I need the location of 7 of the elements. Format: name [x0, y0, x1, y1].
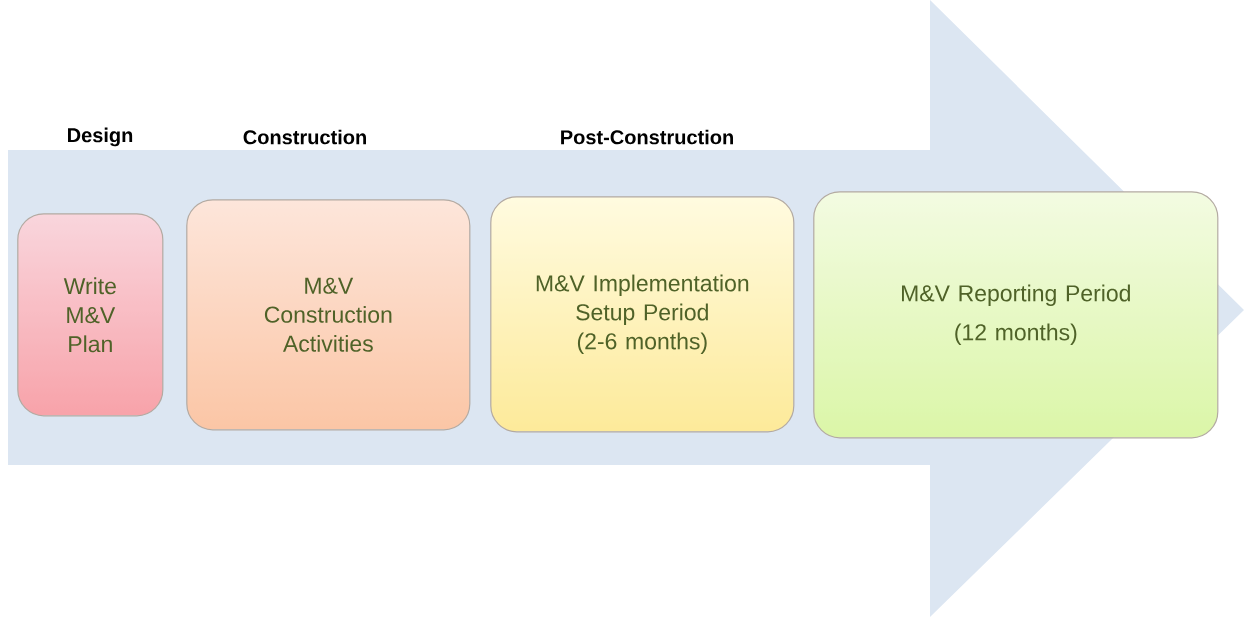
- process-box: M&V Construction Activities: [186, 199, 471, 431]
- process-box: M&V Reporting Period (12 months): [813, 191, 1219, 439]
- process-box: M&V Implementation Setup Period (2-6 months): [490, 196, 795, 433]
- phase-heading: Construction: [243, 129, 366, 145]
- phase-heading: Design: [68, 127, 133, 147]
- process-box: Write M&V Plan: [17, 213, 164, 417]
- phase-heading: Post-Construction: [561, 129, 733, 145]
